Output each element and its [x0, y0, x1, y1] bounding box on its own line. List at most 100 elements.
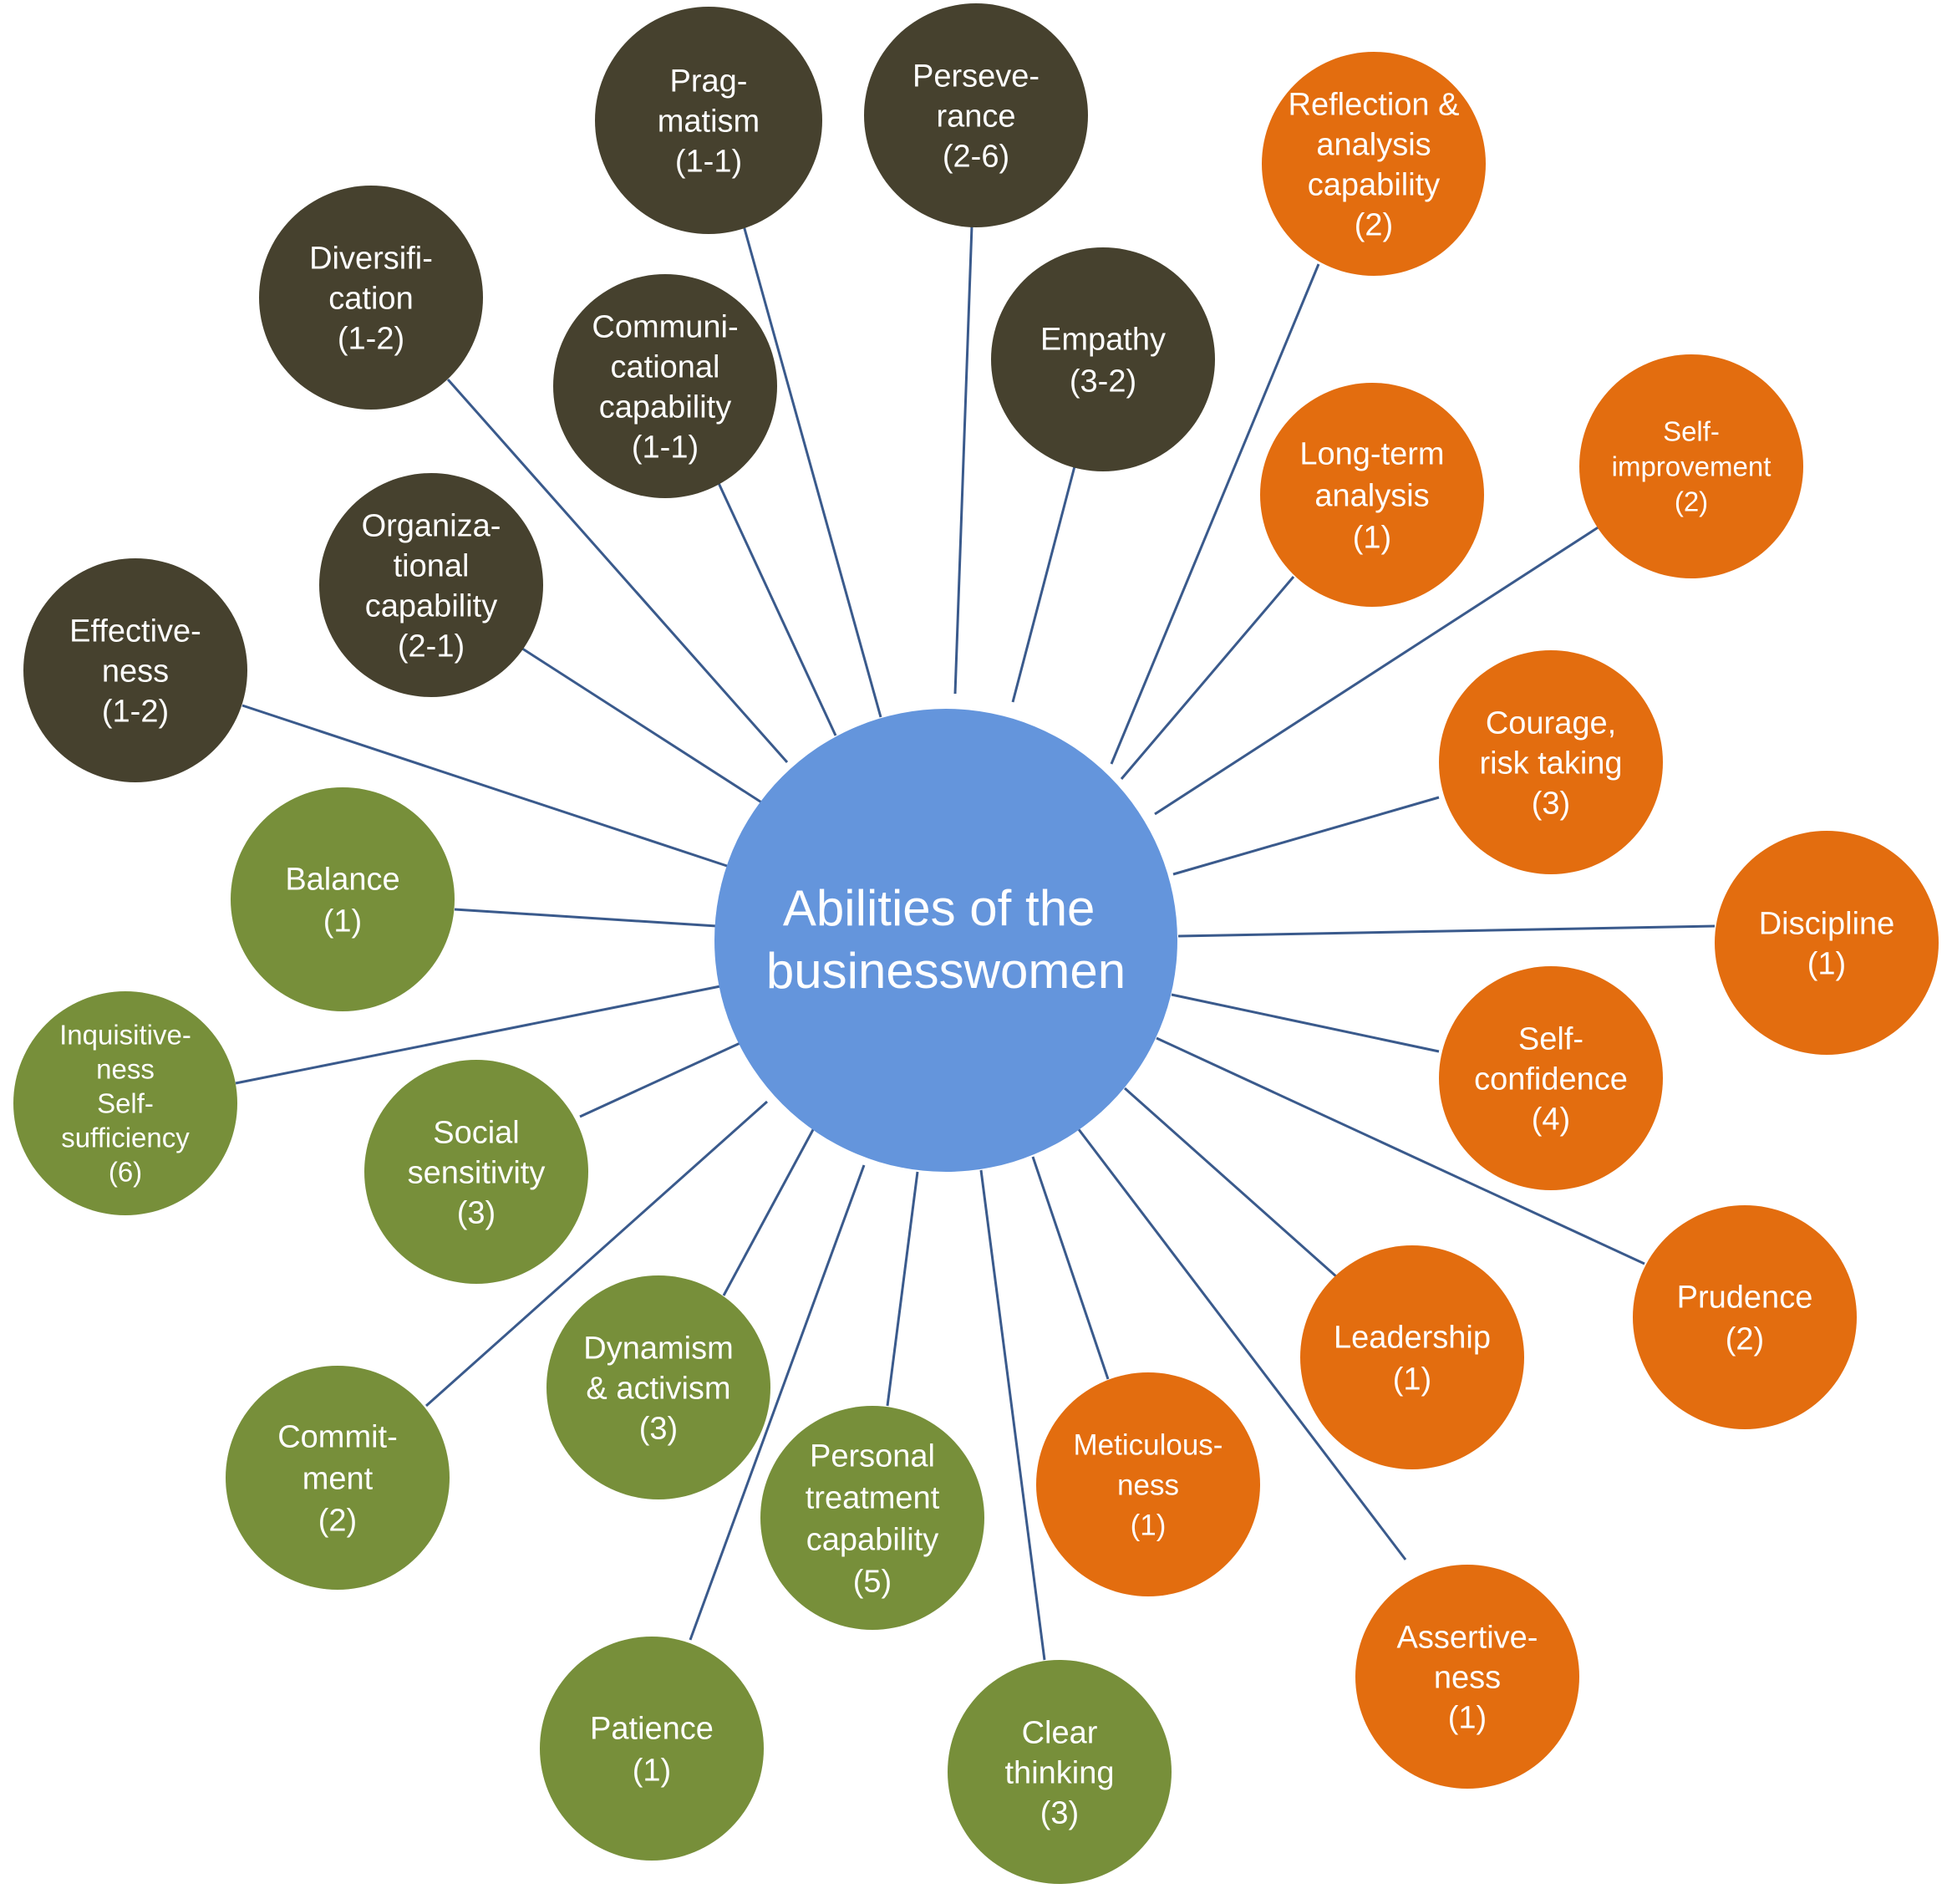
node-label-balance: Balance(1)	[285, 862, 399, 939]
node-label-effectiveness: Effective-ness (1-2)	[69, 613, 201, 729]
node-label-line: Dynamism	[583, 1331, 733, 1366]
node-circle-diversification	[259, 186, 483, 410]
node-label-line: Communi-	[592, 309, 738, 344]
node-prudence: Prudence(2)	[1633, 1205, 1857, 1429]
connector-courage-risk-taking	[1172, 796, 1440, 876]
node-label-line: Effective-	[69, 613, 201, 649]
node-label-courage-risk-taking: Courage,risk taking(3)	[1479, 705, 1622, 821]
node-circle-meticulousness	[1036, 1372, 1260, 1596]
connector-diversification	[446, 379, 789, 763]
node-self-improvement: Self-improvement(2)	[1579, 354, 1803, 578]
node-label-line: (1)	[1393, 1362, 1431, 1397]
connector-long-term-analysis	[1120, 576, 1295, 780]
node-label-line: Diversifi-	[309, 241, 433, 276]
node-circle-long-term-analysis	[1260, 383, 1484, 607]
connector-personal-treatment-capability	[886, 1171, 919, 1407]
center-node: Abilities of the businesswomen	[714, 709, 1177, 1172]
node-label-line: Personal	[810, 1438, 935, 1474]
node-label-line: Inquisitive-	[59, 1020, 191, 1051]
node-label-line: (2)	[1675, 486, 1708, 517]
connector-meticulousness	[1031, 1156, 1110, 1380]
node-circle-courage-risk-taking	[1439, 650, 1663, 874]
center-circle	[714, 709, 1177, 1172]
node-circle-self-confidence	[1439, 966, 1663, 1190]
connector-self-improvement	[1154, 525, 1600, 816]
node-label-line: rance	[936, 99, 1015, 134]
node-label-line: cational	[611, 349, 720, 384]
node-label-pragmatism: Prag-matism(1-1)	[658, 64, 760, 179]
node-label-line: (2)	[318, 1503, 357, 1538]
node-label-line: Social	[433, 1115, 520, 1150]
connector-discipline	[1177, 924, 1716, 938]
node-label-line: analysis	[1314, 478, 1429, 513]
node-label-line: Balance	[285, 862, 399, 897]
node-label-line: ness	[96, 1054, 155, 1085]
node-label-line: ment	[302, 1461, 374, 1496]
connector-prudence	[1156, 1036, 1645, 1265]
node-circle-assertiveness	[1355, 1565, 1579, 1789]
node-label-line: (3)	[1532, 786, 1570, 821]
node-balance: Balance(1)	[231, 787, 455, 1011]
node-label-line: (1)	[1448, 1700, 1487, 1735]
node-label-line: (3)	[1040, 1795, 1079, 1830]
node-label-line: ness	[102, 654, 169, 689]
center-label-line-2: businesswomen	[766, 943, 1126, 999]
node-label-line: risk taking	[1479, 746, 1622, 781]
node-label-line: confidence	[1474, 1061, 1628, 1097]
node-discipline: Discipline(1)	[1715, 831, 1939, 1055]
node-empathy: Empathy (3-2)	[991, 247, 1215, 471]
connector-patience	[689, 1164, 866, 1641]
node-label-line: (1-1)	[632, 430, 699, 465]
node-commitment: Commit-ment (2)	[226, 1366, 450, 1590]
node-label-line: Meticulous-	[1074, 1428, 1223, 1461]
connector-organizational-capability	[519, 645, 801, 829]
node-assertiveness: Assertive-ness(1)	[1355, 1565, 1579, 1789]
node-label-line: Leadership	[1334, 1320, 1491, 1355]
node-label-line: Assertive-	[1397, 1620, 1538, 1655]
node-label-line: (2-1)	[398, 629, 465, 664]
node-label-line: cation	[328, 281, 413, 316]
node-label-line: Empathy	[1040, 322, 1166, 357]
connector-reflection-analysis	[1110, 263, 1320, 765]
node-label-line: (5)	[853, 1564, 892, 1599]
node-label-self-confidence: Self-confidence(4)	[1474, 1021, 1628, 1137]
node-label-line: Commit-	[277, 1419, 398, 1454]
node-label-line: (1)	[1131, 1509, 1167, 1541]
connector-empathy	[1011, 466, 1076, 703]
node-label-line: (3-2)	[1070, 364, 1136, 399]
node-label-line: capability	[1308, 167, 1440, 202]
node-label-line: Self-	[1663, 416, 1720, 447]
node-circle-commitment	[226, 1366, 450, 1590]
node-label-line: ness	[1117, 1469, 1179, 1501]
node-label-self-improvement: Self-improvement(2)	[1612, 416, 1772, 517]
node-circle-pragmatism	[595, 7, 822, 234]
node-label-line: (2-6)	[943, 139, 1009, 174]
node-label-line: (1-1)	[675, 144, 742, 179]
node-label-perseverance: Perseve-rance(2-6)	[912, 59, 1040, 174]
node-label-line: (2)	[1355, 207, 1393, 242]
node-label-line: Prag-	[670, 64, 748, 99]
node-label-line: (1-2)	[338, 321, 404, 356]
node-label-commitment: Commit-ment (2)	[277, 1419, 398, 1538]
node-label-line: sufficiency	[61, 1123, 190, 1153]
node-circle-reflection-analysis	[1262, 52, 1486, 276]
connector-lines	[235, 225, 1716, 1661]
node-courage-risk-taking: Courage,risk taking(3)	[1439, 650, 1663, 874]
node-circle-leadership	[1300, 1245, 1524, 1469]
connector-balance	[454, 908, 718, 928]
node-label-line: (1-2)	[102, 694, 169, 729]
node-circle-clear-thinking	[948, 1660, 1172, 1884]
connector-effectiveness	[241, 704, 733, 869]
connector-self-confidence	[1171, 993, 1440, 1053]
connector-commitment	[425, 1100, 768, 1408]
node-pragmatism: Prag-matism(1-1)	[595, 7, 822, 234]
node-perseverance: Perseve-rance(2-6)	[864, 3, 1088, 227]
